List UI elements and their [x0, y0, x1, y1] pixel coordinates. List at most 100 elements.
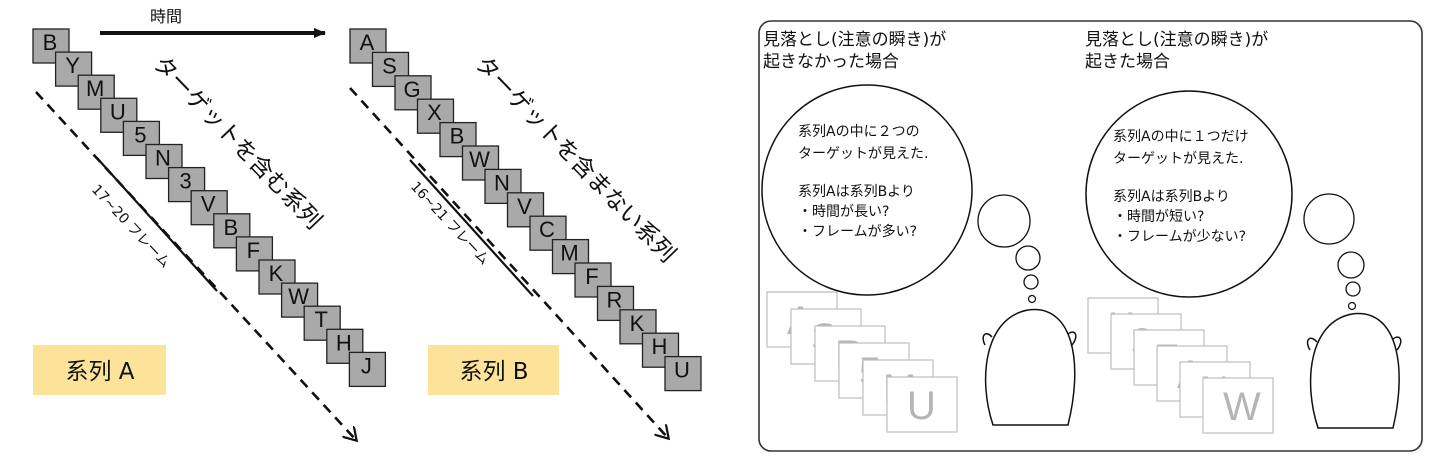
frame-letter: T — [314, 307, 327, 332]
letter-frame: T — [303, 305, 341, 341]
frame-letter: M — [560, 241, 578, 266]
letter-frame: K — [619, 309, 657, 345]
frame-letter: 3 — [179, 169, 191, 194]
ghost-frame: U — [886, 376, 958, 433]
time-label: 時間 — [150, 7, 182, 26]
letter-frame: S — [371, 51, 410, 88]
scenario-no-blink: 見落とし(注意の瞬き)が 起きなかった場合 系列Aの中に２つの ターゲットが見え… — [761, 30, 1077, 433]
ghost-frame: W — [1202, 377, 1274, 434]
frame-letter: N — [155, 146, 171, 171]
heading-line: 起きなかった場合 — [763, 52, 899, 72]
head-icon — [982, 308, 1077, 426]
letter-frame: M — [77, 74, 115, 110]
thought-bubble — [761, 84, 973, 296]
frame-letter: H — [652, 334, 668, 359]
frame-letter: M — [86, 76, 104, 101]
scenario-blink: 見落とし(注意の瞬き)が 起きた場合 系列Aの中に１つだけ ターゲットが見えた.… — [1085, 30, 1402, 434]
letter-frame: N — [484, 168, 522, 205]
sequence-a-label: 系列 A — [65, 359, 134, 385]
bubble-line: 系列Aは系列Bより — [798, 184, 915, 200]
heading-line: 見落とし(注意の瞬き)が — [1085, 30, 1268, 50]
frame-letter: Y — [65, 53, 80, 78]
frame-box — [122, 120, 161, 157]
sequence-b-label: 系列 B — [459, 359, 528, 385]
frame-box — [348, 351, 387, 388]
thought-dot — [1027, 294, 1037, 304]
frame-box — [371, 51, 410, 88]
frame-letter: K — [269, 261, 284, 286]
frame-letter: S — [382, 53, 397, 78]
frame-letter: 5 — [134, 122, 146, 147]
sequence-b-divider — [409, 159, 534, 297]
bubble-line: ターゲットが見えた. — [798, 146, 928, 162]
head-icon — [1306, 312, 1402, 429]
letter-frame: U — [664, 355, 702, 392]
letter-frame: M — [551, 238, 590, 275]
letter-frame: 5 — [122, 120, 161, 157]
frame-box — [529, 215, 567, 251]
sequence-b-frames-label: 16~21 フレーム — [407, 179, 492, 268]
scenario-blink-heading: 見落とし(注意の瞬き)が 起きた場合 — [1085, 30, 1274, 72]
frame-letter: V — [517, 194, 532, 219]
ghost-frames: ASR5MU — [766, 291, 958, 433]
thought-dot — [977, 194, 1031, 248]
thought-bubble-text: 系列Aの中に１つだけ ターゲットが見えた. 系列Aは系列Bより ・時間が短い? … — [1113, 129, 1253, 245]
thought-bubble — [1085, 90, 1293, 298]
sequence-a-divider — [96, 157, 218, 292]
sequence-a-label-bg — [33, 345, 166, 395]
frame-box — [349, 28, 387, 64]
frame-letter: B — [223, 215, 238, 240]
letter-frame: V — [506, 192, 545, 228]
bubble-line: 系列Aの中に１つだけ — [1113, 129, 1249, 145]
frame-letter: G — [403, 77, 420, 102]
letter-frame: C — [529, 215, 567, 251]
frame-box — [506, 192, 545, 228]
thought-dot — [1015, 245, 1041, 271]
frame-letter: R — [607, 287, 623, 312]
scenario-no-blink-heading: 見落とし(注意の瞬き)が 起きなかった場合 — [763, 30, 952, 72]
heading-line: 起きた場合 — [1085, 52, 1170, 72]
bubble-line: ・時間が短い? — [1113, 209, 1204, 225]
sequence-a-target-label: ターゲットを含む系列 — [148, 51, 326, 235]
frame-letter: V — [201, 192, 216, 217]
frame-box — [394, 75, 432, 111]
bubble-line: ・フレームが少ない? — [1113, 229, 1246, 245]
letter-frame: G — [394, 75, 432, 111]
letter-frame: A — [349, 28, 387, 64]
thought-dot — [1337, 251, 1365, 279]
frame-letter: J — [361, 353, 372, 378]
bubble-line: 系列Aの中に２つの — [798, 124, 920, 140]
frame-letter: U — [110, 99, 126, 124]
thought-dot — [1023, 274, 1039, 290]
ghost-frame-letter: U — [907, 384, 936, 428]
thought-dot — [1303, 193, 1355, 245]
thought-dot — [1347, 301, 1357, 311]
frame-letter: W — [288, 284, 309, 309]
frame-letter: F — [585, 264, 598, 289]
frame-letter: H — [336, 330, 352, 355]
bubble-line: ・時間が長い? — [798, 204, 889, 220]
thought-bubble-text: 系列Aの中に２つの ターゲットが見えた. 系列Aは系列Bより ・時間が長い? ・… — [798, 124, 933, 240]
bubble-line: 系列Aは系列Bより — [1113, 189, 1230, 205]
ghost-frame-letter: W — [1223, 385, 1261, 429]
frame-box — [664, 355, 702, 392]
frame-letter: N — [494, 170, 510, 195]
frame-letter: F — [247, 238, 260, 263]
frame-letter: C — [539, 217, 555, 242]
frame-letter: X — [427, 100, 442, 125]
frame-letter: A — [360, 30, 375, 55]
sequence-b-label-bg — [428, 345, 559, 395]
frame-box — [619, 309, 657, 345]
letter-frame: N — [145, 143, 183, 180]
letter-frame: F — [235, 236, 274, 272]
bubble-line: ターゲットが見えた. — [1113, 151, 1243, 167]
frame-letter: K — [630, 311, 645, 336]
letter-frame: J — [348, 351, 387, 388]
heading-line: 見落とし(注意の瞬き)が — [763, 30, 946, 50]
bubble-line: ・フレームが多い? — [798, 223, 917, 240]
thought-dot — [1345, 281, 1361, 297]
frame-letter: B — [450, 124, 465, 149]
sequence-a-dashed-arrow — [35, 91, 356, 440]
